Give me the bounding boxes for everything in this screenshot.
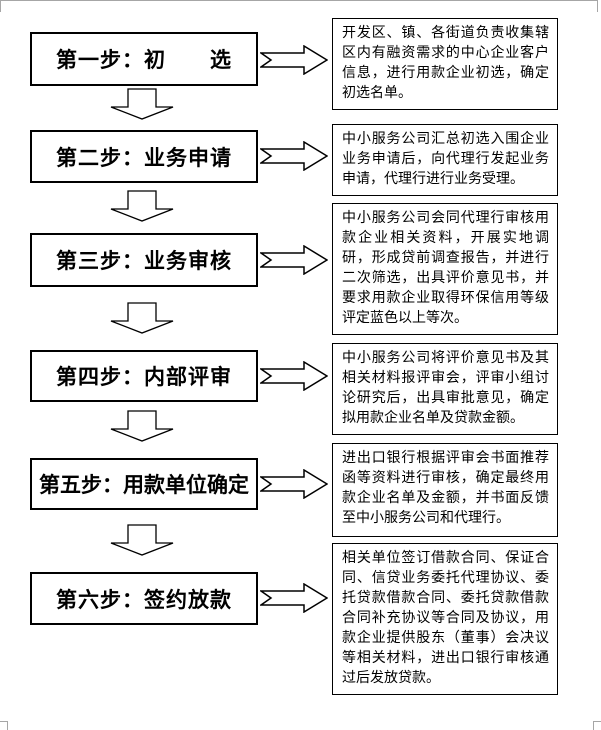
down-arrow-icon <box>110 524 174 556</box>
step-6-label: 第六步：签约放款 <box>56 588 232 612</box>
step-6-box: 第六步：签约放款 <box>30 572 258 625</box>
step-5-description-box: 进出口银行根据评审会书面推荐函等资料进行审核，确定最终用款企业名单及金额，并书面… <box>332 443 558 537</box>
step-4-box: 第四步：内部评审 <box>30 350 258 402</box>
right-arrow-icon <box>260 141 328 171</box>
page-boundary-top-line <box>0 0 598 1</box>
step-1-description-box: 开发区、镇、各街道负责收集辖区内有融资需求的中心企业客户信息，进行用款企业初选，… <box>332 18 558 110</box>
page-boundary-corner-left <box>0 721 8 730</box>
step-1-label: 第一步：初 选 <box>56 49 232 72</box>
step-4-description-box: 中小服务公司将评价意见书及其相关材料报评审会，评审小组讨论研究后，出具审批意见，… <box>332 343 558 435</box>
right-arrow-icon <box>260 361 328 391</box>
right-arrow-icon <box>260 45 328 75</box>
down-arrow-icon <box>110 190 174 222</box>
right-arrow-icon <box>260 583 328 613</box>
step-5-label: 第五步：用款单位确定 <box>39 474 249 497</box>
step-1-box: 第一步：初 选 <box>30 32 258 86</box>
page-boundary-tick-right <box>597 0 598 12</box>
step-5-box: 第五步：用款单位确定 <box>30 458 258 510</box>
step-6-description-box: 相关单位签订借款合同、保证合同、信贷业务委托代理协议、委托贷款借款合同、委托贷款… <box>332 543 558 695</box>
step-2-description-box: 中小服务公司汇总初选入围企业业务申请后，向代理行发起业务申请，代理行进行业务受理… <box>332 124 558 196</box>
page-boundary-tick-left <box>0 0 1 12</box>
step-3-label: 第三步：业务审核 <box>56 250 232 273</box>
down-arrow-icon <box>110 88 174 120</box>
step-1-description: 开发区、镇、各街道负责收集辖区内有融资需求的中心企业客户信息，进行用款企业初选，… <box>342 26 549 101</box>
step-4-label: 第四步：内部评审 <box>56 366 232 389</box>
step-5-description: 进出口银行根据评审会书面推荐函等资料进行审核，确定最终用款企业名单及金额，并书面… <box>342 451 549 526</box>
step-2-description: 中小服务公司汇总初选入围企业业务申请后，向代理行发起业务申请，代理行进行业务受理… <box>342 132 549 187</box>
step-4-description: 中小服务公司将评价意见书及其相关材料报评审会，评审小组讨论研究后，出具审批意见，… <box>342 351 549 426</box>
down-arrow-icon <box>110 410 174 442</box>
right-arrow-icon <box>260 469 328 499</box>
step-3-description-box: 中小服务公司会同代理行审核用款企业相关资料，开展实地调研，形成贷前调查报告，并进… <box>332 203 558 335</box>
step-2-label: 第二步：业务申请 <box>56 146 232 170</box>
right-arrow-icon <box>260 245 328 275</box>
step-3-box: 第三步：业务审核 <box>30 233 258 287</box>
step-2-box: 第二步：业务申请 <box>30 130 258 183</box>
page-boundary-corner-right <box>593 721 601 730</box>
step-3-description: 中小服务公司会同代理行审核用款企业相关资料，开展实地调研，形成贷前调查报告，并进… <box>342 211 549 326</box>
down-arrow-icon <box>110 302 174 334</box>
step-6-description: 相关单位签订借款合同、保证合同、信贷业务委托代理协议、委托贷款借款合同、委托贷款… <box>342 551 549 686</box>
